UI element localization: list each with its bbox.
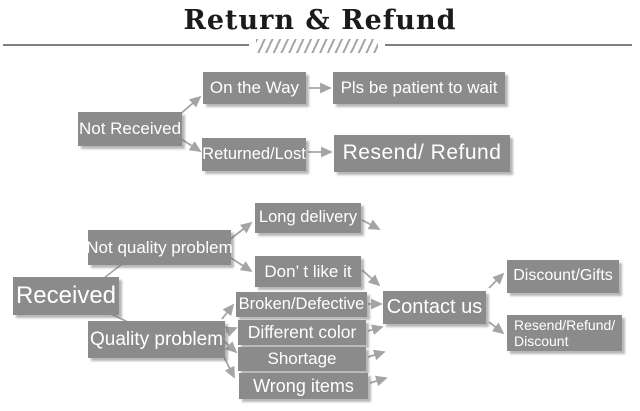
arrow-not-quality-to-dont-like [227, 255, 253, 272]
node-long-delivery: Long delivery [255, 203, 361, 233]
node-discount-gifts: Discount/Gifts [507, 260, 619, 293]
node-resend-refund-discount-line2: Discount [514, 333, 569, 349]
node-different-color: Different color [238, 320, 366, 345]
arrow-wrong-items-to-contact-us [369, 375, 388, 387]
node-dont-like-it: Don’ t like it [255, 256, 361, 287]
line-received-to-not-quality [103, 263, 123, 279]
node-on-the-way: On the Way [203, 72, 306, 104]
arrow-quality-to-shortage [223, 340, 238, 354]
arrow-different-color-to-contact-us [367, 324, 384, 335]
arrow-contact-us-to-discount-gifts [488, 272, 505, 289]
node-pls-be-patient: Pls be patient to wait [333, 72, 505, 104]
arrow-long-delivery-to-contact-us [361, 219, 381, 230]
arrow-shortage-to-contact-us [367, 349, 386, 361]
node-resend-refund-discount-line1: Resend/Refund/ [514, 317, 616, 333]
divider-line-right [385, 44, 632, 46]
node-broken-defective: Broken/Defective [236, 292, 367, 317]
node-resend-refund: Resend/ Refund [334, 135, 510, 172]
arrow-dont-like-to-contact-us [361, 269, 381, 287]
node-resend-refund-discount: Resend/Refund/ Discount [507, 315, 622, 351]
node-wrong-items: Wrong items [239, 373, 368, 399]
arrow-quality-to-different-color [224, 326, 238, 337]
node-not-received: Not Received [78, 112, 182, 146]
node-shortage: Shortage [238, 347, 366, 371]
node-contact-us: Contact us [383, 291, 486, 324]
arrow-quality-to-broken [221, 303, 235, 320]
arrow-contact-us-to-resend-discount [488, 321, 505, 335]
node-received: Received [13, 277, 119, 315]
hatch-decoration [256, 39, 378, 53]
node-returned-lost: Returned/Lost [202, 138, 306, 171]
node-not-quality-problem: Not quality problem [86, 230, 233, 265]
page-title: Return & Refund [183, 5, 457, 36]
node-quality-problem: Quality problem [88, 321, 225, 358]
divider-line-left [3, 44, 249, 46]
